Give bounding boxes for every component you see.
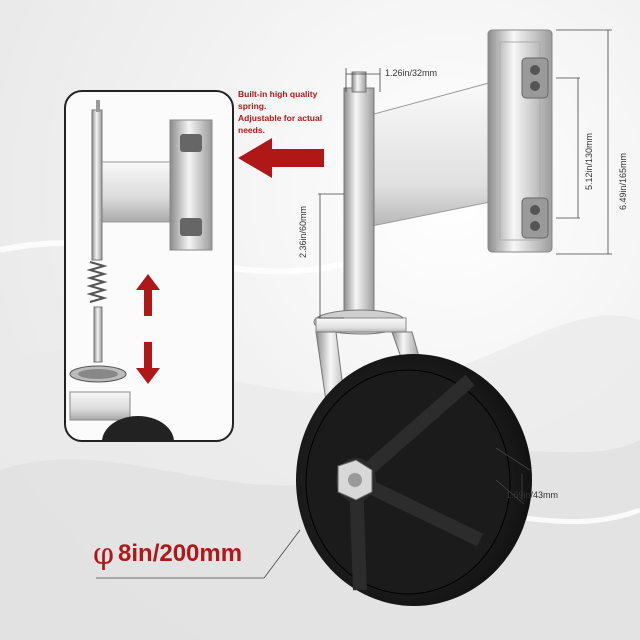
spring-callout: Built-in high quality spring. Adjustable… <box>238 88 338 136</box>
stem-height-label: 2.36in/60mm <box>298 205 308 258</box>
bracket-height-label: 6.49in/165mm <box>618 152 628 210</box>
diameter-value: 8in/200mm <box>118 540 243 567</box>
wheel-width-label: 1.69in/43mm <box>506 490 559 500</box>
hole-spacing-label: 5.12in/130mm <box>584 132 594 190</box>
callout-line-2: spring. <box>238 101 267 111</box>
diameter-icon: φ <box>93 537 115 572</box>
callout-line-1: Built-in high quality <box>238 89 318 99</box>
callout-line-3: Adjustable for actual <box>238 113 323 123</box>
callout-line-4: needs. <box>238 125 265 135</box>
arrow-down-icon <box>136 342 160 384</box>
spring-detail-illustration <box>69 100 213 440</box>
bracket-width-label: 1.26in/32mm <box>385 68 438 78</box>
arrow-up-icon <box>136 274 160 316</box>
spring-detail-inset <box>64 90 234 442</box>
